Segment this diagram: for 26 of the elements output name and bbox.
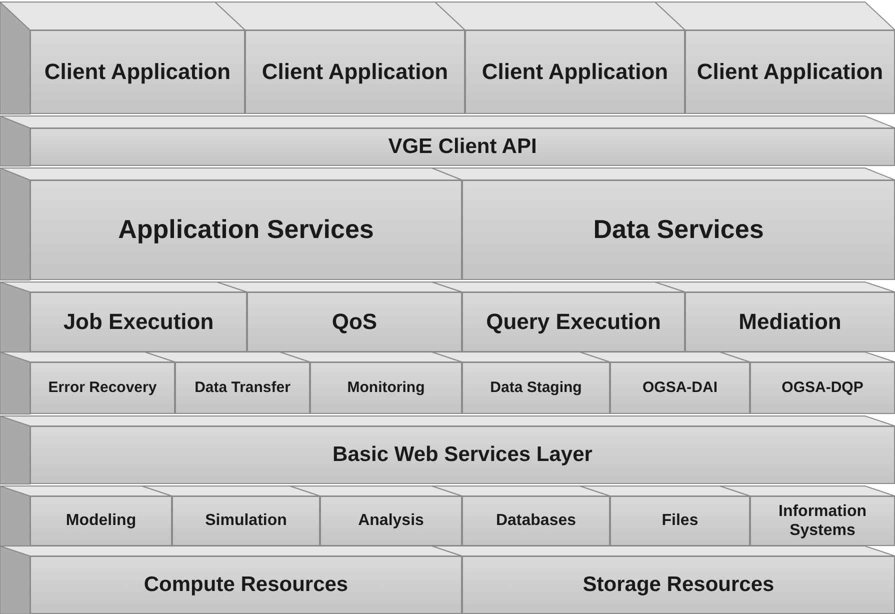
- layer-block: Data Staging: [462, 362, 610, 414]
- layer-block: Monitoring: [310, 362, 462, 414]
- layer-block: OGSA-DQP: [750, 362, 895, 414]
- layer-block: Modeling: [30, 496, 172, 546]
- layer-block: Application Services: [30, 180, 462, 280]
- layer-block: Query Execution: [462, 292, 685, 352]
- layer-block: Compute Resources: [30, 556, 462, 614]
- layer-block: Error Recovery: [30, 362, 175, 414]
- layer-block: Client Application: [685, 30, 895, 114]
- layer-block: QoS: [247, 292, 462, 352]
- layer-block: Data Services: [462, 180, 895, 280]
- layer-block: Information Systems: [750, 496, 895, 546]
- layer-block: Files: [610, 496, 750, 546]
- layer-block: Client Application: [245, 30, 465, 114]
- layer-block: Storage Resources: [462, 556, 895, 614]
- layer-block: Client Application: [465, 30, 685, 114]
- layer-block: Job Execution: [30, 292, 247, 352]
- layer-block: Mediation: [685, 292, 895, 352]
- layer-block: Basic Web Services Layer: [30, 426, 895, 484]
- layer-block: OGSA-DAI: [610, 362, 750, 414]
- layer-block: Databases: [462, 496, 610, 546]
- layer-block: Data Transfer: [175, 362, 310, 414]
- layer-block: Simulation: [172, 496, 320, 546]
- layer-block: VGE Client API: [30, 128, 895, 166]
- layer-block: Analysis: [320, 496, 462, 546]
- layer-block: Client Application: [30, 30, 245, 114]
